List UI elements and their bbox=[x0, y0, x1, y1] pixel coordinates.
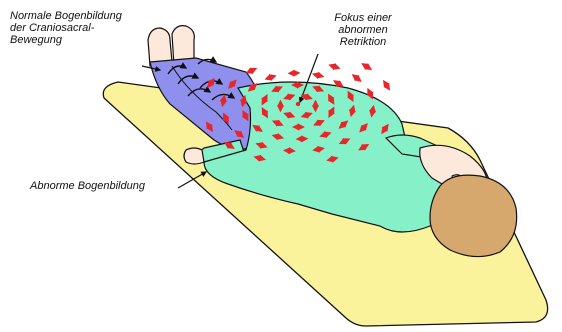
arrow-icon bbox=[284, 150, 294, 151]
hair bbox=[430, 175, 517, 256]
arrow-icon bbox=[362, 64, 371, 69]
focus-label: Fokus einer abnormen Retriktion bbox=[313, 12, 413, 48]
normal-arc-label-line1: Normale Bogenbildung bbox=[10, 10, 122, 22]
arrow-icon bbox=[330, 65, 340, 68]
focus-label-line3: Retriktion bbox=[313, 36, 413, 48]
abnormal-arc-label: Abnorme Bogenbildung bbox=[30, 180, 145, 192]
arrow-icon bbox=[266, 76, 276, 79]
arrow-icon bbox=[247, 69, 256, 73]
normal-arc-label-line2: der Craniosacral- bbox=[10, 22, 122, 34]
arrow-icon bbox=[384, 81, 390, 89]
focus-label-line1: Fokus einer bbox=[313, 12, 413, 24]
arrow-icon bbox=[353, 75, 361, 81]
focus-point bbox=[296, 102, 300, 106]
normal-arc-label: Normale Bogenbildung der Craniosacral- B… bbox=[10, 10, 122, 46]
focus-label-line2: abnormen bbox=[313, 24, 413, 36]
arrow-icon bbox=[313, 74, 323, 76]
hand bbox=[184, 148, 204, 164]
normal-arc-label-line3: Bewegung bbox=[10, 34, 122, 46]
